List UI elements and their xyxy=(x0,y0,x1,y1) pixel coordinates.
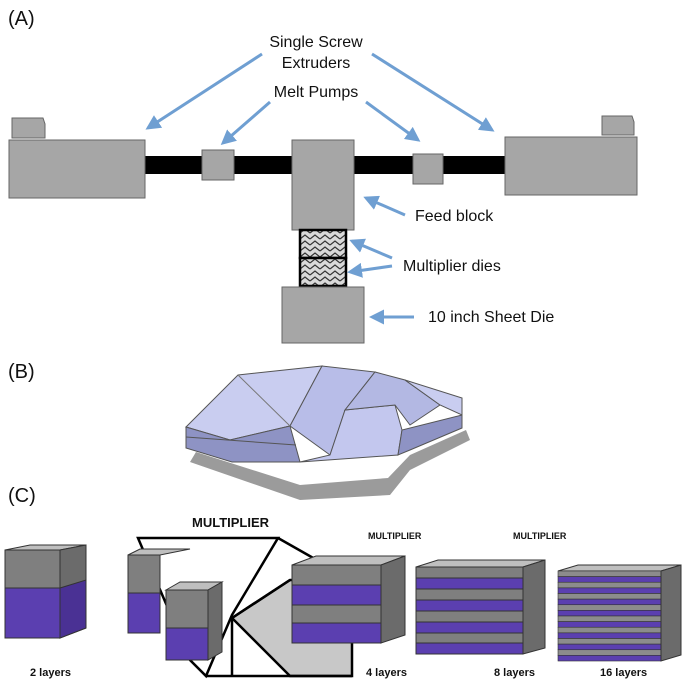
arrow-feed-block xyxy=(363,195,406,217)
multiplier-die-3d xyxy=(185,365,470,500)
extruders-label-line2: Extruders xyxy=(282,55,350,72)
multiplier-title-small-2: MULTIPLIER xyxy=(513,531,567,541)
layer-stripe xyxy=(557,649,662,656)
melt-pumps-label: Melt Pumps xyxy=(274,84,358,101)
layer-stripe xyxy=(557,581,662,589)
layer-stripe xyxy=(557,615,662,622)
left-extruder xyxy=(8,117,146,199)
layer-stripe xyxy=(557,638,662,645)
callout-arrows xyxy=(145,52,495,325)
left-melt-pump xyxy=(201,149,235,181)
panel-b-label: (B) xyxy=(8,361,35,383)
layer-stripe xyxy=(557,570,662,577)
panel-a-label: (A) xyxy=(8,8,35,30)
layer-stripe xyxy=(557,621,662,628)
panel-c-label: (C) xyxy=(8,485,36,507)
arrow-die-upper xyxy=(349,238,393,260)
arrow-left-pump xyxy=(220,100,271,145)
sheet-die xyxy=(281,286,365,344)
layer-stripe xyxy=(557,643,662,651)
arrow-right-pump xyxy=(365,100,421,142)
arrow-die-lower xyxy=(347,262,393,278)
layer-stripe xyxy=(557,604,662,611)
arrow-left-extruder xyxy=(145,52,263,130)
layer-stripe xyxy=(557,610,662,617)
eight-layer-block xyxy=(415,559,546,655)
layer-stripe xyxy=(557,632,662,639)
layer-stripe xyxy=(557,587,662,594)
right-melt-pump xyxy=(412,153,444,185)
extruders-label-line1: Single Screw xyxy=(269,34,363,51)
sixteen-layers-label: 16 layers xyxy=(600,667,647,679)
multiplier-dies xyxy=(298,228,348,288)
sixteen-layer-block xyxy=(557,564,682,662)
arrow-right-extruder xyxy=(371,52,495,132)
multiplier-title-big: MULTIPLIER xyxy=(192,515,270,530)
four-layer-block xyxy=(291,555,406,644)
four-layers-label: 4 layers xyxy=(366,667,407,679)
right-extruder xyxy=(504,115,638,196)
layer-stripe xyxy=(557,626,662,634)
feed-block xyxy=(291,139,355,231)
sheet-die-label: 10 inch Sheet Die xyxy=(428,309,554,326)
layer-stripe xyxy=(557,598,662,606)
two-layers-label: 2 layers xyxy=(30,667,71,679)
eight-layers-label: 8 layers xyxy=(494,667,535,679)
multiplier-title-small-1: MULTIPLIER xyxy=(368,531,422,541)
feed-block-label: Feed block xyxy=(415,208,494,225)
layer-stripe xyxy=(557,593,662,600)
layer-stripe xyxy=(557,576,662,583)
multiplier-dies-label: Multiplier dies xyxy=(403,258,501,275)
layer-stripe xyxy=(557,655,662,662)
two-layer-block xyxy=(4,544,87,639)
